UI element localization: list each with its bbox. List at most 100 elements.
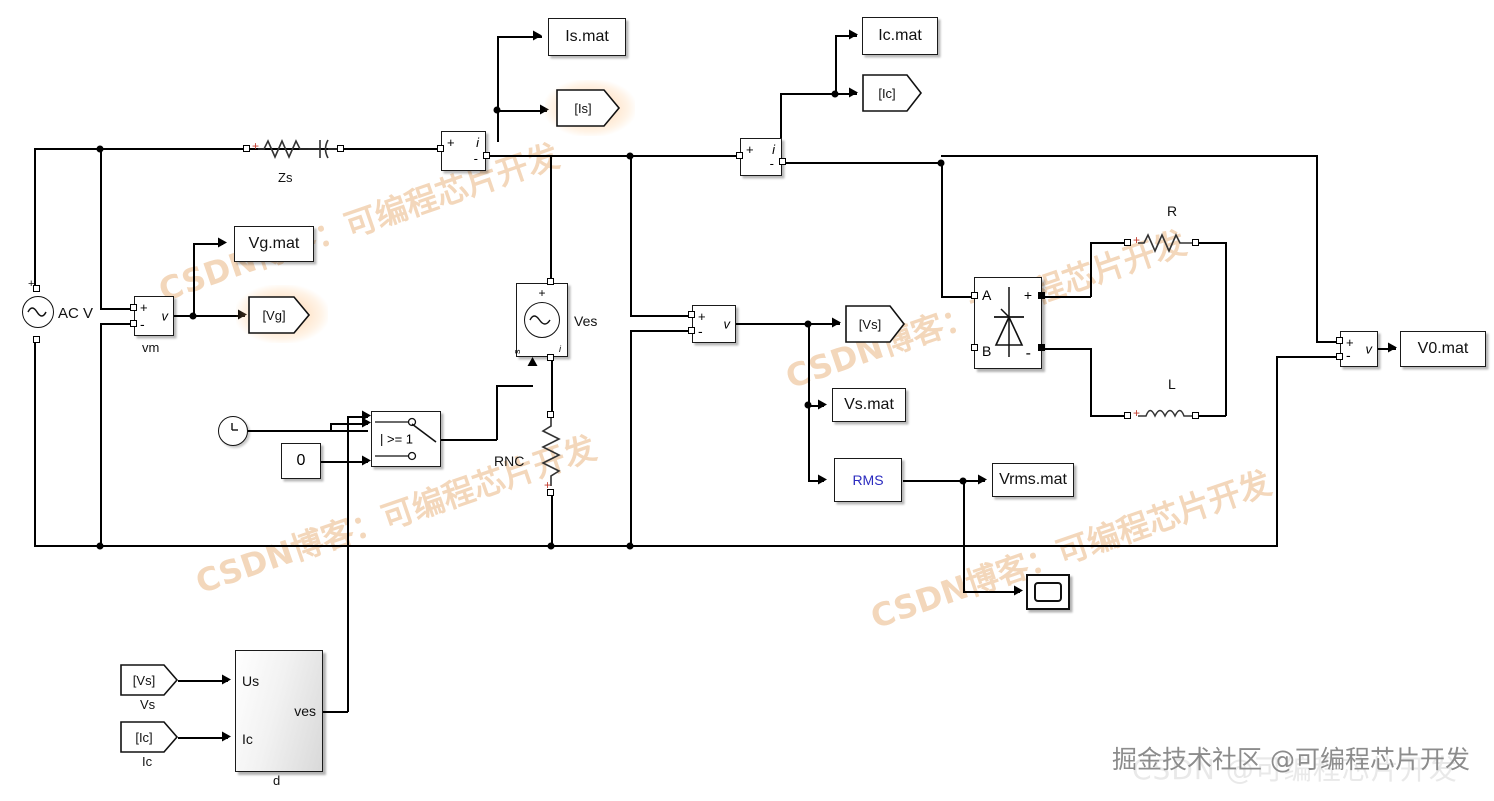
arrow-is-mat [533, 30, 542, 41]
is-meter-port-out[interactable] [483, 152, 490, 159]
arrow-vrms-mat [978, 474, 987, 485]
from-tag-ic-label: [Ic] [135, 729, 153, 745]
switch-block[interactable]: | >= 1 [371, 411, 441, 467]
goto-tag-vg-label: [Vg] [262, 307, 286, 323]
universal-bridge-block[interactable]: A B + - [974, 277, 1042, 369]
to-file-ic-mat[interactable]: Ic.mat [862, 17, 938, 55]
junction-rnc-ground [547, 542, 555, 550]
rnc-port-top[interactable] [547, 411, 554, 418]
rms-block[interactable]: RMS [834, 458, 902, 502]
ic-meter-port-out[interactable] [779, 158, 786, 165]
wire-r-left [1090, 242, 1126, 244]
wire-v0-out [1376, 348, 1396, 350]
ac-source-port-plus[interactable] [33, 285, 40, 292]
l-load-port-right[interactable] [1192, 412, 1199, 419]
wire-vs-minus-drop [630, 330, 632, 546]
ic-current-measurement[interactable]: + i - [740, 138, 782, 176]
vs-meter-symbol: v [723, 316, 731, 332]
vs-meter-port-minus[interactable] [688, 327, 695, 334]
v0-meter-port-minus[interactable] [1336, 353, 1343, 360]
zs-port-left[interactable] [243, 145, 250, 152]
from-tag-vs-label: [Vs] [132, 672, 156, 688]
wire-clock-bend [330, 423, 332, 431]
wire-ic-signal-up [780, 93, 782, 151]
to-file-is-mat[interactable]: Is.mat [548, 18, 626, 56]
to-file-v0-mat-label: V0.mat [1417, 340, 1469, 357]
bridge-port-minus-label: - [1025, 345, 1031, 362]
wire-const-out [321, 461, 368, 463]
to-file-vg-mat[interactable]: Vg.mat [234, 226, 314, 262]
goto-tag-vs[interactable]: [Vs] [845, 305, 906, 343]
zs-port-right[interactable] [337, 145, 344, 152]
to-file-vs-mat[interactable]: Vs.mat [832, 388, 906, 422]
wire-ic-out [781, 162, 941, 164]
vs-meter-port-plus[interactable] [688, 311, 695, 318]
to-file-vrms-mat-label: Vrms.mat [999, 471, 1067, 488]
ves-port-bottom[interactable] [547, 354, 554, 361]
ves-source-block[interactable]: + s i [512, 283, 568, 357]
vm-port-minus[interactable] [130, 320, 137, 327]
to-file-ic-mat-label: Ic.mat [878, 27, 922, 44]
wire-from-vs [178, 680, 228, 682]
constant-zero-block[interactable]: 0 [281, 443, 321, 479]
ves-port-top[interactable] [547, 278, 554, 285]
goto-tag-vg[interactable]: [Vg] [248, 296, 311, 334]
wire-ic-mat-in [835, 35, 857, 37]
ves-port-s-label: s [512, 349, 522, 355]
wire-is-signal-up [497, 36, 499, 142]
vm-port-plus[interactable] [130, 304, 137, 311]
bridge-port-b[interactable] [971, 344, 978, 351]
to-file-v0-mat[interactable]: V0.mat [1400, 331, 1486, 367]
arrow-ic-tag [849, 87, 858, 98]
scope-block[interactable] [1026, 574, 1070, 610]
goto-tag-is-label: [Is] [574, 100, 592, 116]
vs-voltage-measurement[interactable]: + - v [692, 305, 736, 343]
arrow-d-us [222, 674, 231, 685]
rnc-port-bottom[interactable] [547, 489, 554, 496]
bridge-port-a[interactable] [971, 292, 978, 299]
goto-tag-vs-label: [Vs] [858, 316, 882, 332]
wire-is-out [486, 155, 744, 157]
wire-d-out-up [347, 416, 349, 712]
wire-v0-minus-drop [1276, 356, 1278, 546]
r-load-port-right[interactable] [1192, 239, 1199, 246]
wire-vs-minus [630, 330, 690, 332]
goto-tag-ic[interactable]: [Ic] [862, 74, 923, 112]
ac-source-symbol[interactable] [22, 296, 54, 328]
to-file-vrms-mat[interactable]: Vrms.mat [992, 463, 1074, 497]
watermark-top-left: CSDN博客：可编程芯片开发 [153, 136, 564, 310]
arrow-rms-in [818, 474, 827, 485]
ic-meter-port-in[interactable] [736, 152, 743, 159]
clock-block[interactable] [218, 416, 248, 446]
bridge-port-minus[interactable] [1038, 344, 1045, 351]
bridge-port-a-label: A [982, 287, 992, 303]
zs-symbol [258, 139, 340, 159]
goto-tag-is[interactable]: [Is] [556, 89, 621, 127]
from-tag-vs-caption: Vs [140, 697, 156, 712]
is-current-measurement[interactable]: + i - [441, 131, 486, 171]
junction-vm-out [189, 312, 197, 320]
wire-vg-mat-in [193, 243, 223, 245]
wire-vm-out [173, 315, 245, 317]
ac-source-port-minus[interactable] [33, 336, 40, 343]
r-load-plus-marker: + [1133, 233, 1141, 247]
l-load-port-left[interactable] [1124, 412, 1131, 419]
is-meter-port-in[interactable] [437, 145, 444, 152]
wire-rnc-to-ground [551, 492, 553, 546]
from-tag-ic[interactable]: [Ic] [120, 721, 179, 753]
subsystem-d-port-ic: Ic [242, 731, 253, 747]
rnc-symbol [541, 418, 561, 486]
wire-scope-drop [963, 480, 965, 591]
bridge-port-plus[interactable] [1038, 292, 1045, 299]
r-load-port-left[interactable] [1124, 239, 1131, 246]
vm-voltage-measurement[interactable]: + - v [134, 296, 174, 336]
wire-r-left-up [1090, 242, 1092, 297]
l-load-label: L [1168, 376, 1176, 392]
wire-bus-to-ic [630, 155, 740, 157]
from-tag-vs[interactable]: [Vs] [120, 664, 179, 696]
v0-meter-port-plus[interactable] [1336, 337, 1343, 344]
v0-voltage-measurement[interactable]: + - v [1340, 331, 1378, 367]
subsystem-d-block[interactable]: Us Ic ves [235, 650, 323, 772]
subsystem-d-port-us: Us [242, 673, 260, 689]
